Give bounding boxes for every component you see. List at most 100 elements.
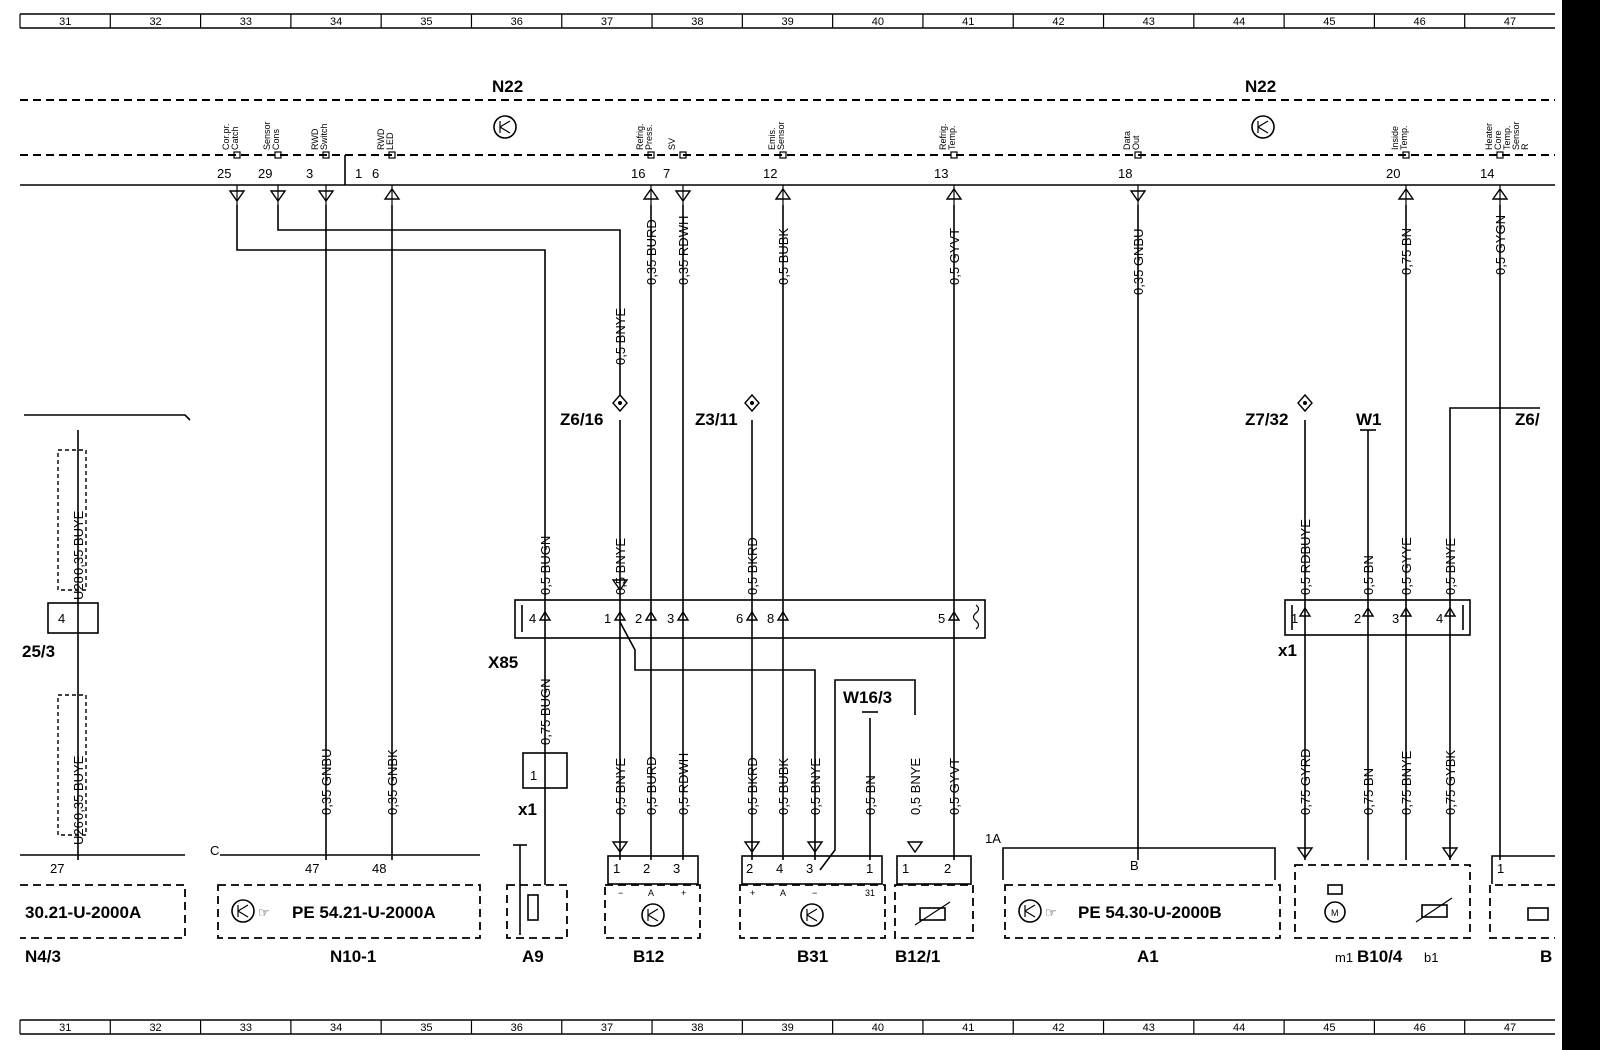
x1-wire-below: 0,75 GYBK: [1443, 750, 1458, 815]
pin-arrow-icon: [1441, 847, 1459, 860]
pointing-hand-icon: ☞: [258, 905, 270, 920]
sensor-transistor-icon: [641, 903, 665, 927]
svg-text:x1: x1: [1278, 641, 1297, 660]
pin-arrow-icon: [743, 841, 761, 854]
svg-text:X85: X85: [488, 653, 518, 672]
wire-label: 0,75 BUGN: [538, 679, 553, 745]
n22-pin-number: 18: [1118, 166, 1132, 181]
signal-name: Refrig.: [938, 123, 948, 150]
x1-wire-above: 0,5 RDBUYE: [1298, 519, 1313, 595]
n22-pin-number: 6: [372, 166, 379, 181]
x85-wire-4: 0,5 BUGN: [538, 536, 553, 595]
left-wire-bottom: 0,35 BUYE: [71, 755, 86, 820]
x85-pin: 5: [938, 611, 945, 626]
signal-name: Emis.: [767, 128, 777, 151]
ruler-label: 33: [240, 16, 252, 28]
x1-wire-above: 0,5 BN: [1361, 555, 1376, 595]
x85-pin: 2: [635, 611, 642, 626]
ruler-label: 37: [601, 16, 613, 28]
svg-text:1: 1: [530, 768, 537, 783]
ruler-label: 33: [240, 1022, 252, 1034]
svg-text:B12: B12: [633, 947, 664, 966]
component-b31: 2 4 3 1 + A − 31 B31: [739, 855, 886, 966]
component-b12-1: 1 2 B12/1: [894, 855, 974, 966]
pin-arrow-icon: [1399, 606, 1413, 617]
pin-arrow-icon: [538, 610, 552, 621]
component-b-right: 1 B: [1489, 855, 1555, 966]
splice-w1: W1: [1356, 410, 1382, 429]
ruler-label: 41: [962, 16, 974, 28]
left-branch: 4 25/3 27: [22, 449, 99, 876]
x85-wire-1: 0,5 BNYE: [613, 538, 628, 595]
splice-z7-32: Z7/32: [1245, 393, 1313, 429]
wire-label: 0,5 BURD: [644, 756, 659, 815]
transistor-icon: [1018, 899, 1042, 923]
n22-pin-number: 25: [217, 166, 231, 181]
n22-pin-number: 20: [1386, 166, 1400, 181]
svg-text:N4/3: N4/3: [25, 947, 61, 966]
signal-name: Temp.: [1399, 125, 1409, 150]
wire-label: 0,5 BNYE: [613, 758, 628, 815]
connector-x1-left: 1 x1: [518, 752, 568, 819]
pointing-hand-icon: ☞: [1045, 905, 1057, 920]
signal-name: Cor.pr.: [221, 123, 231, 150]
x1-wire-below: 0,75 GYRD: [1298, 749, 1313, 815]
thermistor-icon: [1421, 904, 1448, 918]
ruler-label: 35: [420, 16, 432, 28]
ruler-label: 42: [1052, 16, 1064, 28]
page-edge: [1562, 0, 1600, 1050]
x85-pin: 3: [667, 611, 674, 626]
ruler-label: 47: [1504, 16, 1516, 28]
pin-arrow-icon: [947, 610, 961, 621]
left-wire-top: 0,35 BUYE: [71, 510, 86, 575]
x85-pin: 4: [529, 611, 536, 626]
signal-name: LED: [385, 132, 395, 150]
ruler-label: 47: [1504, 1022, 1516, 1034]
ruler-label: 40: [872, 1022, 884, 1034]
svg-text:48: 48: [372, 861, 386, 876]
wire-label: 0,5 BUBK: [776, 758, 791, 815]
n22-label-right: N22: [1245, 77, 1276, 96]
ruler-label: 31: [59, 1022, 71, 1034]
svg-text:2: 2: [746, 861, 753, 876]
connector-x1-right: x1: [1278, 599, 1471, 660]
pin-marker: [779, 151, 787, 159]
pin-marker: [1496, 151, 1504, 159]
ruler-label: 43: [1143, 16, 1155, 28]
pin-marker: [950, 151, 958, 159]
signal-name: Switch: [319, 123, 329, 150]
ruler-label: 38: [691, 1022, 703, 1034]
svg-text:M: M: [1331, 908, 1339, 918]
svg-text:1: 1: [613, 861, 620, 876]
ruler-label: 42: [1052, 1022, 1064, 1034]
thermistor-icon: [1527, 907, 1549, 921]
component-a9: A9: [506, 844, 568, 966]
signal-name: RWD: [376, 128, 386, 150]
signal-name: Inside: [1390, 126, 1400, 150]
ruler-label: 35: [420, 1022, 432, 1034]
signal-name: R: [1520, 143, 1530, 150]
signal-name: Press.: [644, 124, 654, 150]
pin-arrow-icon: [1361, 606, 1375, 617]
signal-name: RWD: [310, 128, 320, 150]
svg-text:N10-1: N10-1: [330, 947, 376, 966]
svg-text:PE 54.21-U-2000A: PE 54.21-U-2000A: [292, 903, 436, 922]
n22-pin-number: 7: [663, 166, 670, 181]
ruler-label: 45: [1323, 1022, 1335, 1034]
svg-text:3: 3: [806, 861, 813, 876]
ruler-label: 46: [1414, 16, 1426, 28]
x1-pin: 4: [1436, 611, 1443, 626]
signal-name: Out: [1131, 135, 1141, 150]
svg-text:30.21-U-2000A: 30.21-U-2000A: [25, 903, 141, 922]
signal-name: Sensor: [1511, 121, 1521, 150]
ruler-label: 39: [782, 1022, 794, 1034]
left-code-bottom: U26: [71, 821, 86, 845]
n22-pin-number: 12: [763, 166, 777, 181]
signal-name: Catch: [230, 126, 240, 150]
pin-marker: [1134, 151, 1142, 159]
svg-text:m1: m1: [1335, 950, 1353, 965]
svg-text:1: 1: [866, 861, 873, 876]
